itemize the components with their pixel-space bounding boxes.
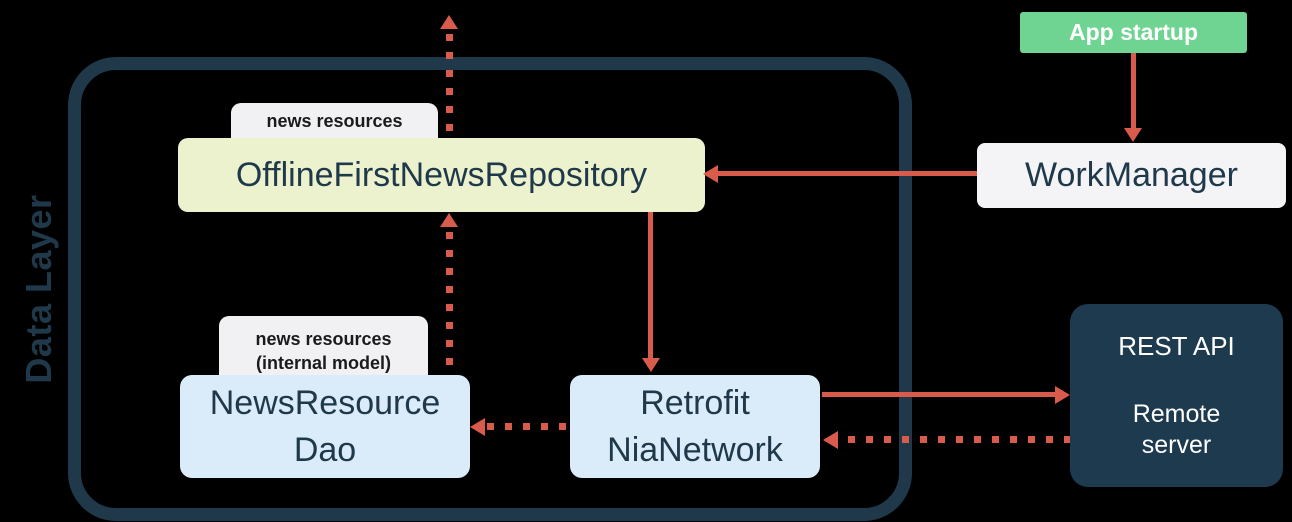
arrow-network-to-dao-dotted-line: [487, 423, 570, 430]
node-retrofit-nia-network: Retrofit NiaNetwork: [570, 375, 820, 478]
dao-tag-label-line2: (internal model): [255, 353, 391, 373]
dao-tag-label-line1: news resources: [255, 329, 392, 349]
repository-label: OfflineFirstNewsRepository: [235, 156, 648, 194]
node-rest-api-remote-server: REST API Remote server: [1070, 304, 1283, 487]
arrow-network-to-restapi-line: [822, 392, 1056, 397]
remote-server-label-line2: server: [1141, 431, 1212, 459]
arrow-dao-to-repository-dotted-line: [446, 232, 453, 375]
arrow-restapi-to-network-dotted-line: [848, 436, 1070, 443]
rest-api-label: REST API: [1118, 331, 1235, 361]
arrow-app-startup-to-workmanager-line: [1131, 53, 1136, 129]
node-app-startup: App startup: [1020, 12, 1247, 53]
remote-server-label-line1: Remote: [1132, 400, 1221, 428]
arrow-right-icon: [1055, 386, 1070, 404]
arrow-up-icon: [440, 213, 458, 227]
arrow-workmanager-to-repository-line: [716, 171, 977, 176]
data-layer-title: Data Layer: [18, 194, 59, 384]
arrow-repository-to-ui-dotted-line: [446, 34, 453, 138]
app-startup-label: App startup: [1068, 19, 1199, 45]
repository-tag-label: news resources: [266, 111, 403, 131]
node-workmanager: WorkManager: [977, 143, 1286, 208]
node-news-resource-dao: NewsResource Dao: [180, 375, 470, 478]
arrow-up-icon: [440, 15, 458, 29]
network-label-line1: Retrofit: [640, 384, 750, 422]
dao-label-line2: Dao: [293, 431, 357, 469]
remote-server-label: Remote server: [1070, 399, 1283, 461]
arrow-down-icon: [1124, 128, 1142, 142]
arrow-repository-to-network-line: [648, 212, 653, 360]
workmanager-label: WorkManager: [1025, 156, 1238, 194]
network-label-line2: NiaNetwork: [607, 431, 783, 469]
arrow-left-icon: [470, 418, 485, 436]
arrow-left-icon: [823, 431, 838, 449]
node-offline-first-news-repository: OfflineFirstNewsRepository: [178, 138, 705, 212]
arrow-left-icon: [703, 165, 718, 183]
arrow-down-icon: [642, 358, 660, 372]
dao-label-line1: NewsResource: [209, 384, 441, 422]
